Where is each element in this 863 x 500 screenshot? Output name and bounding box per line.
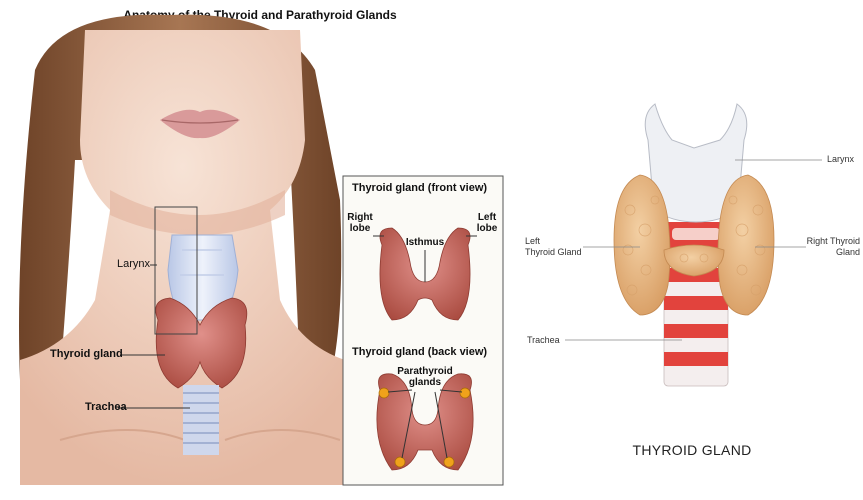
right-thyroid-lobe	[718, 175, 774, 315]
trachea-tube	[183, 385, 219, 455]
larynx-label-right: Larynx	[827, 154, 854, 165]
larynx-label: Larynx	[117, 258, 150, 270]
woman-neck-illustration	[19, 15, 345, 485]
back-view-title: Thyroid gland (back view)	[352, 346, 487, 358]
trachea-right	[664, 258, 728, 386]
left-thyroid-lobe	[614, 175, 670, 315]
isthmus-label: Isthmus	[402, 237, 448, 248]
front-view-title: Thyroid gland (front view)	[352, 182, 487, 194]
thyroid-gland-caption: THYROID GLAND	[612, 442, 772, 458]
thyroid-diagram-right	[565, 104, 822, 386]
trachea-label-right: Trachea	[527, 335, 560, 346]
thyroid-gland-label: Thyroid gland	[50, 348, 123, 360]
trachea-label: Trachea	[85, 401, 127, 413]
